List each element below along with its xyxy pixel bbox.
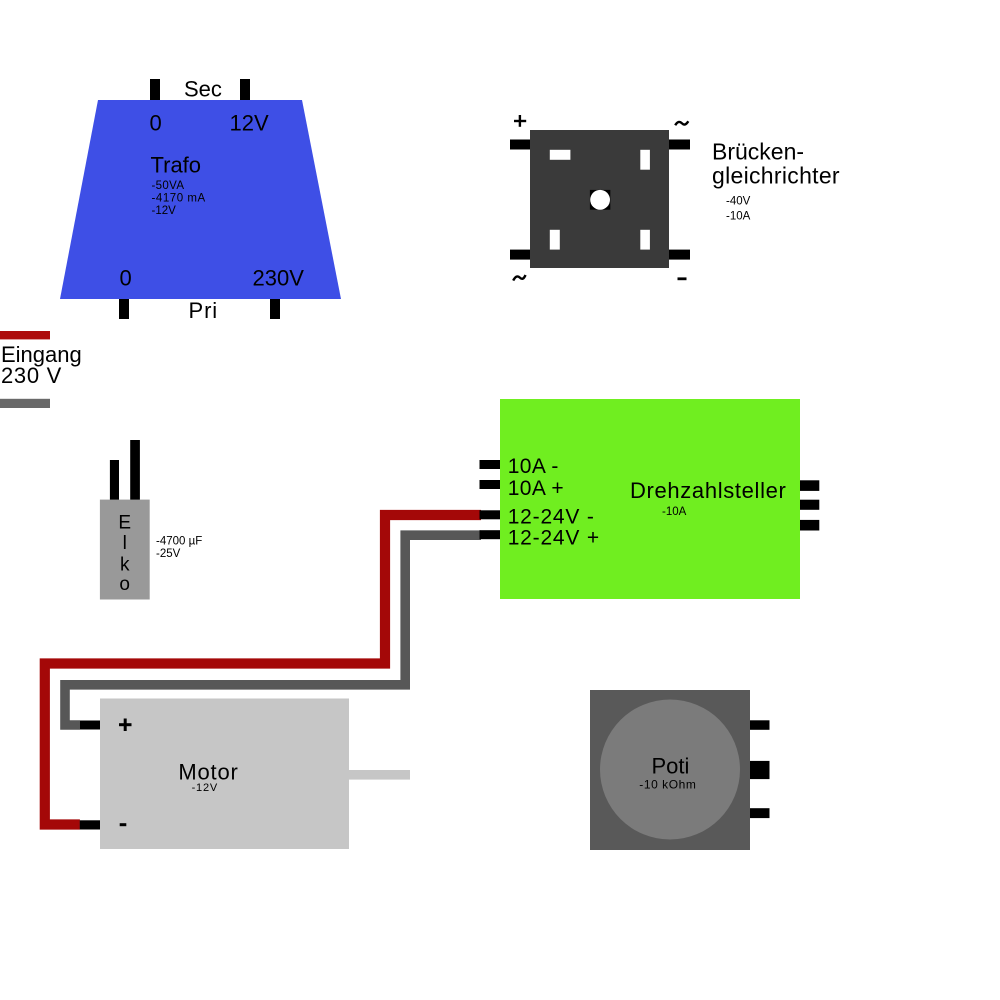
svg-text:12V: 12V <box>230 111 269 136</box>
svg-text:Sec: Sec <box>184 77 222 102</box>
svg-text:-4170 mA: -4170 mA <box>152 193 206 205</box>
svg-text:-4700 µF: -4700 µF <box>156 536 202 548</box>
svg-text:Pri: Pri <box>189 298 219 323</box>
svg-text:0: 0 <box>150 111 162 136</box>
svg-text:Motor: Motor <box>178 759 238 784</box>
svg-text:12-24V -: 12-24V - <box>508 506 595 529</box>
svg-text:12-24V +: 12-24V + <box>508 526 600 549</box>
svg-text:Trafo: Trafo <box>151 152 202 177</box>
svg-text:Poti: Poti <box>652 753 690 778</box>
svg-text:-10 kOhm: -10 kOhm <box>639 778 696 792</box>
svg-text:l: l <box>123 533 127 554</box>
svg-text:0: 0 <box>120 266 132 291</box>
svg-text:-10A: -10A <box>662 506 687 518</box>
svg-text:-40V: -40V <box>726 196 751 208</box>
svg-text:230V: 230V <box>253 266 305 291</box>
svg-text:10A +: 10A + <box>508 477 564 500</box>
svg-text:-10A: -10A <box>726 211 751 223</box>
svg-text:Drehzahlsteller: Drehzahlsteller <box>630 478 786 503</box>
svg-text:Brücken-: Brücken- <box>712 139 804 165</box>
svg-text:-50VA: -50VA <box>152 180 185 192</box>
svg-text:230 V: 230 V <box>1 363 62 388</box>
svg-text:10A -: 10A - <box>508 455 559 478</box>
svg-text:-12V: -12V <box>152 205 177 217</box>
svg-text:E: E <box>118 513 131 534</box>
svg-text:gleichrichter: gleichrichter <box>712 163 840 189</box>
svg-text:-12V: -12V <box>192 782 218 794</box>
svg-text:Eingang: Eingang <box>1 342 82 367</box>
svg-text:o: o <box>119 574 130 595</box>
svg-text:k: k <box>120 554 130 575</box>
svg-text:-25V: -25V <box>156 548 181 560</box>
